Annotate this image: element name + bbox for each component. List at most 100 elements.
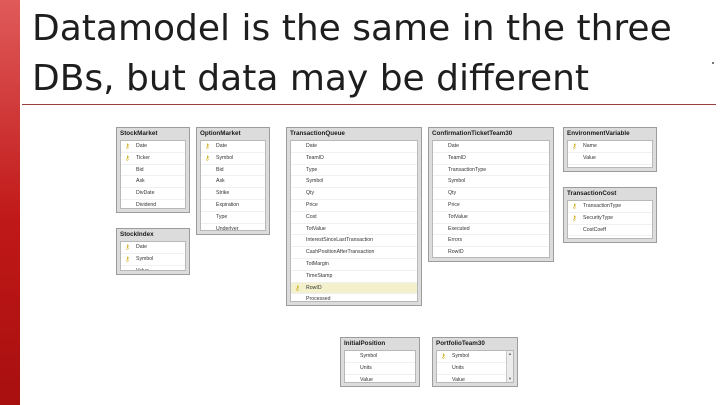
scroll-up-icon[interactable]: ▲ — [508, 351, 512, 356]
column-row[interactable]: Date — [433, 141, 549, 153]
column-name: Price — [306, 201, 318, 208]
column-row[interactable]: Price — [291, 200, 417, 212]
column-name: Strike — [216, 190, 230, 197]
column-name: Ticker — [136, 154, 150, 161]
column-row[interactable]: ⚷RowID — [291, 282, 417, 295]
column-name: Symbol — [216, 154, 234, 161]
column-row[interactable]: TotValue — [433, 212, 549, 224]
column-name: Date — [136, 244, 147, 250]
column-row[interactable]: Value — [121, 266, 185, 270]
column-name: DivDate — [136, 190, 155, 197]
column-row[interactable]: Qty — [433, 188, 549, 200]
column-row[interactable]: Price — [433, 200, 549, 212]
column-row[interactable]: ⚷Date — [121, 242, 185, 254]
title-line-2: DBs, but data may be different — [32, 58, 590, 99]
column-name: RowID — [448, 249, 464, 256]
column-row[interactable]: TeamID — [433, 153, 549, 165]
accent-bar — [0, 0, 20, 405]
column-row[interactable]: TeamID — [291, 153, 417, 165]
column-row[interactable]: Processed — [291, 294, 417, 301]
column-row[interactable]: ⚷SecurityType — [568, 213, 652, 225]
column-row[interactable]: InterestSinceLastTransaction — [291, 235, 417, 248]
primary-key-icon: ⚷ — [441, 353, 446, 360]
column-row[interactable]: Symbol — [291, 176, 417, 189]
column-row[interactable]: Type — [291, 165, 417, 177]
column-row[interactable]: TotValue — [291, 224, 417, 236]
column-row[interactable]: CashPositionAfterTransaction — [291, 247, 417, 259]
column-row[interactable]: Executed — [433, 224, 549, 236]
column-row[interactable]: Expiration — [201, 200, 265, 212]
column-row[interactable]: Bid — [121, 165, 185, 177]
column-row[interactable]: TransactionType — [433, 165, 549, 177]
column-row[interactable]: Value — [345, 375, 415, 382]
primary-key-icon: ⚷ — [295, 284, 300, 292]
column-name: TotValue — [306, 225, 326, 232]
table-title: ConfirmationTicketTeam30 — [432, 130, 513, 137]
table-title: OptionMarket — [200, 130, 241, 137]
primary-key-icon: ⚷ — [125, 255, 130, 263]
table-title: TransactionQueue — [290, 130, 345, 137]
column-row[interactable]: Cost — [291, 212, 417, 224]
column-row[interactable]: ⚷Date — [121, 141, 185, 153]
column-row[interactable]: Units — [437, 363, 513, 375]
column-name: TransactionType — [583, 203, 622, 209]
vertical-scrollbar[interactable]: ▲▼ — [506, 351, 513, 382]
column-row[interactable]: ⚷ Symbol — [121, 254, 185, 266]
column-row[interactable]: ⚷Date — [201, 141, 265, 153]
column-row[interactable]: Ask — [201, 176, 265, 189]
column-name: Executed — [448, 225, 470, 232]
column-name: InterestSinceLastTransaction — [306, 237, 373, 244]
column-row[interactable]: Ask — [121, 176, 185, 189]
column-row[interactable]: Qty — [291, 188, 417, 200]
column-row[interactable]: ⚷Symbol — [437, 351, 513, 363]
column-row[interactable]: TimeStamp — [291, 271, 417, 283]
column-row[interactable]: Symbol — [433, 176, 549, 189]
primary-key-icon: ⚷ — [572, 214, 577, 222]
column-row[interactable]: Value — [568, 153, 652, 165]
column-row[interactable]: TotMargin — [291, 259, 417, 271]
column-row[interactable]: ⚷TransactionType — [568, 201, 652, 213]
column-name: Value — [452, 376, 465, 383]
column-name: Symbol — [136, 255, 154, 262]
column-row[interactable]: Underlyer — [201, 224, 265, 230]
column-name: Dividend — [136, 201, 157, 208]
column-row[interactable]: Strike — [201, 188, 265, 200]
decorative-dot — [712, 62, 714, 64]
column-row[interactable]: RowID — [433, 247, 549, 257]
column-row[interactable]: DivDate — [121, 188, 185, 200]
table-transaction-cost[interactable]: TransactionCost ⚷TransactionType⚷Securit… — [563, 187, 657, 243]
column-row[interactable]: ⚷Symbol — [201, 153, 265, 165]
column-row[interactable]: Dividend — [121, 200, 185, 208]
column-row[interactable]: ⚷Name — [568, 141, 652, 153]
scroll-down-icon[interactable]: ▼ — [508, 376, 512, 381]
column-name: Ask — [136, 178, 145, 185]
column-row[interactable]: Units — [345, 363, 415, 375]
column-name: TeamID — [306, 154, 324, 161]
column-row[interactable]: CostCoeff — [568, 225, 652, 237]
column-name: Symbol — [306, 178, 324, 185]
primary-key-icon: ⚷ — [125, 154, 130, 162]
primary-key-icon: ⚷ — [205, 143, 210, 150]
column-row[interactable]: Symbol — [345, 351, 415, 363]
column-row[interactable]: Value — [437, 375, 513, 383]
column-row[interactable]: Errors — [433, 235, 549, 248]
column-name: Qty — [306, 190, 315, 197]
table-title: EnvironmentVariable — [567, 130, 630, 137]
column-row[interactable]: ⚷ Ticker — [121, 153, 185, 165]
column-row[interactable]: Date — [291, 141, 417, 153]
column-row[interactable]: Bid — [201, 165, 265, 177]
column-row[interactable]: Type — [201, 212, 265, 224]
